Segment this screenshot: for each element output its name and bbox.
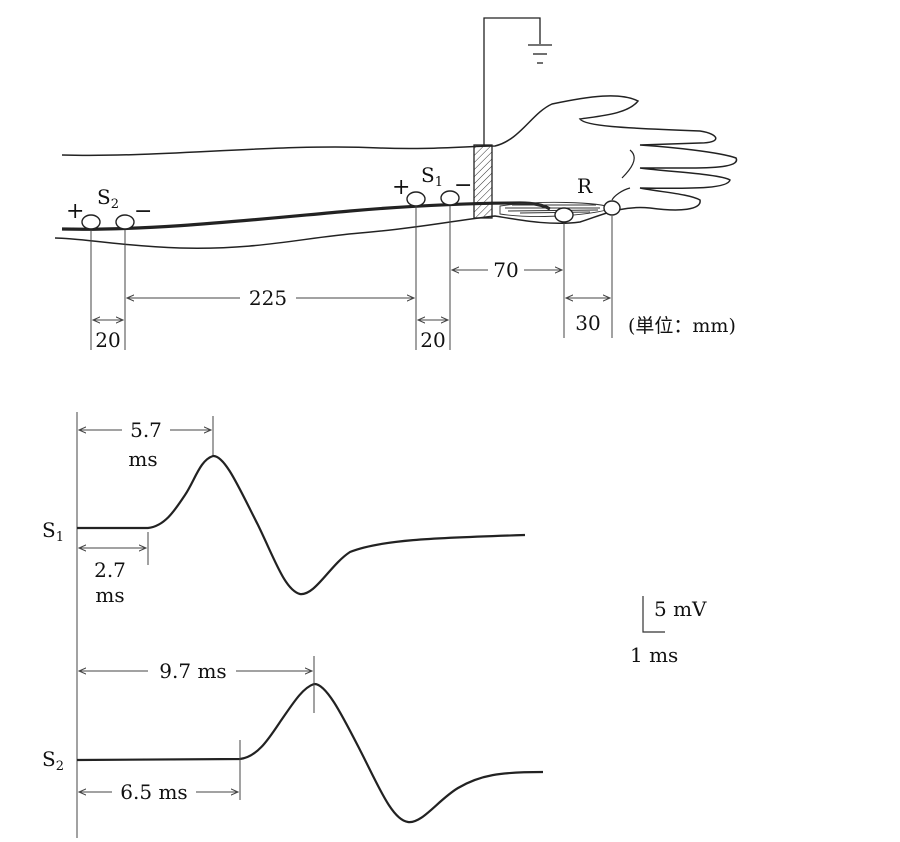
r-label: R xyxy=(577,174,593,198)
s2-onset-latency: 6.5 ms xyxy=(120,780,187,804)
s1-onset-latency: 2.7 xyxy=(94,558,126,582)
s1-peak-latency: 5.7 xyxy=(130,418,162,442)
unit-note: (単位：mm) xyxy=(628,315,736,337)
electrode-s1-minus xyxy=(440,190,460,206)
dim-20-right: 20 xyxy=(420,328,445,352)
dim-20-left: 20 xyxy=(95,328,120,352)
s2-label: S2 xyxy=(97,185,119,212)
arm-outline xyxy=(54,95,738,249)
scale-amplitude: 5 mV xyxy=(654,597,707,621)
electrode-r-active xyxy=(554,207,574,223)
s1-label: S1 xyxy=(421,163,443,190)
dimension-arrows xyxy=(93,270,610,320)
s1-trace xyxy=(77,454,526,596)
ground-band xyxy=(473,144,493,219)
s1-trace-label: S1 xyxy=(42,518,64,545)
electrode-s2-minus xyxy=(115,214,135,230)
s1-onset-unit: ms xyxy=(95,583,124,607)
dimension-lines xyxy=(90,206,613,350)
dim-70: 70 xyxy=(493,258,518,282)
finger-detail xyxy=(611,149,635,201)
scale-time: 1 ms xyxy=(630,643,678,667)
electrode-r-ref xyxy=(603,200,621,216)
scale-bar xyxy=(642,596,665,633)
s1-peak-unit: ms xyxy=(128,447,157,471)
waveform-panel: S1 5.7 ms 2.7 ms S2 9.7 ms 6.5 ms 5 mV 1… xyxy=(42,412,707,838)
s1-minus-sign: − xyxy=(454,173,472,198)
s2-trace-label: S2 xyxy=(42,747,64,774)
dim-225: 225 xyxy=(249,286,287,310)
s1-plus-sign: + xyxy=(392,175,410,200)
s2-trace xyxy=(76,682,544,824)
electrode-s2-plus xyxy=(81,214,101,230)
s2-plus-sign: + xyxy=(66,199,84,224)
ground-icon xyxy=(528,44,552,64)
ground-wire xyxy=(483,17,541,145)
arm-diagram: + S2 − + S1 − R 225 70 30 20 xyxy=(54,17,738,352)
dim-30: 30 xyxy=(575,311,600,335)
s2-minus-sign: − xyxy=(134,199,152,224)
s2-peak-latency: 9.7 ms xyxy=(159,659,226,683)
